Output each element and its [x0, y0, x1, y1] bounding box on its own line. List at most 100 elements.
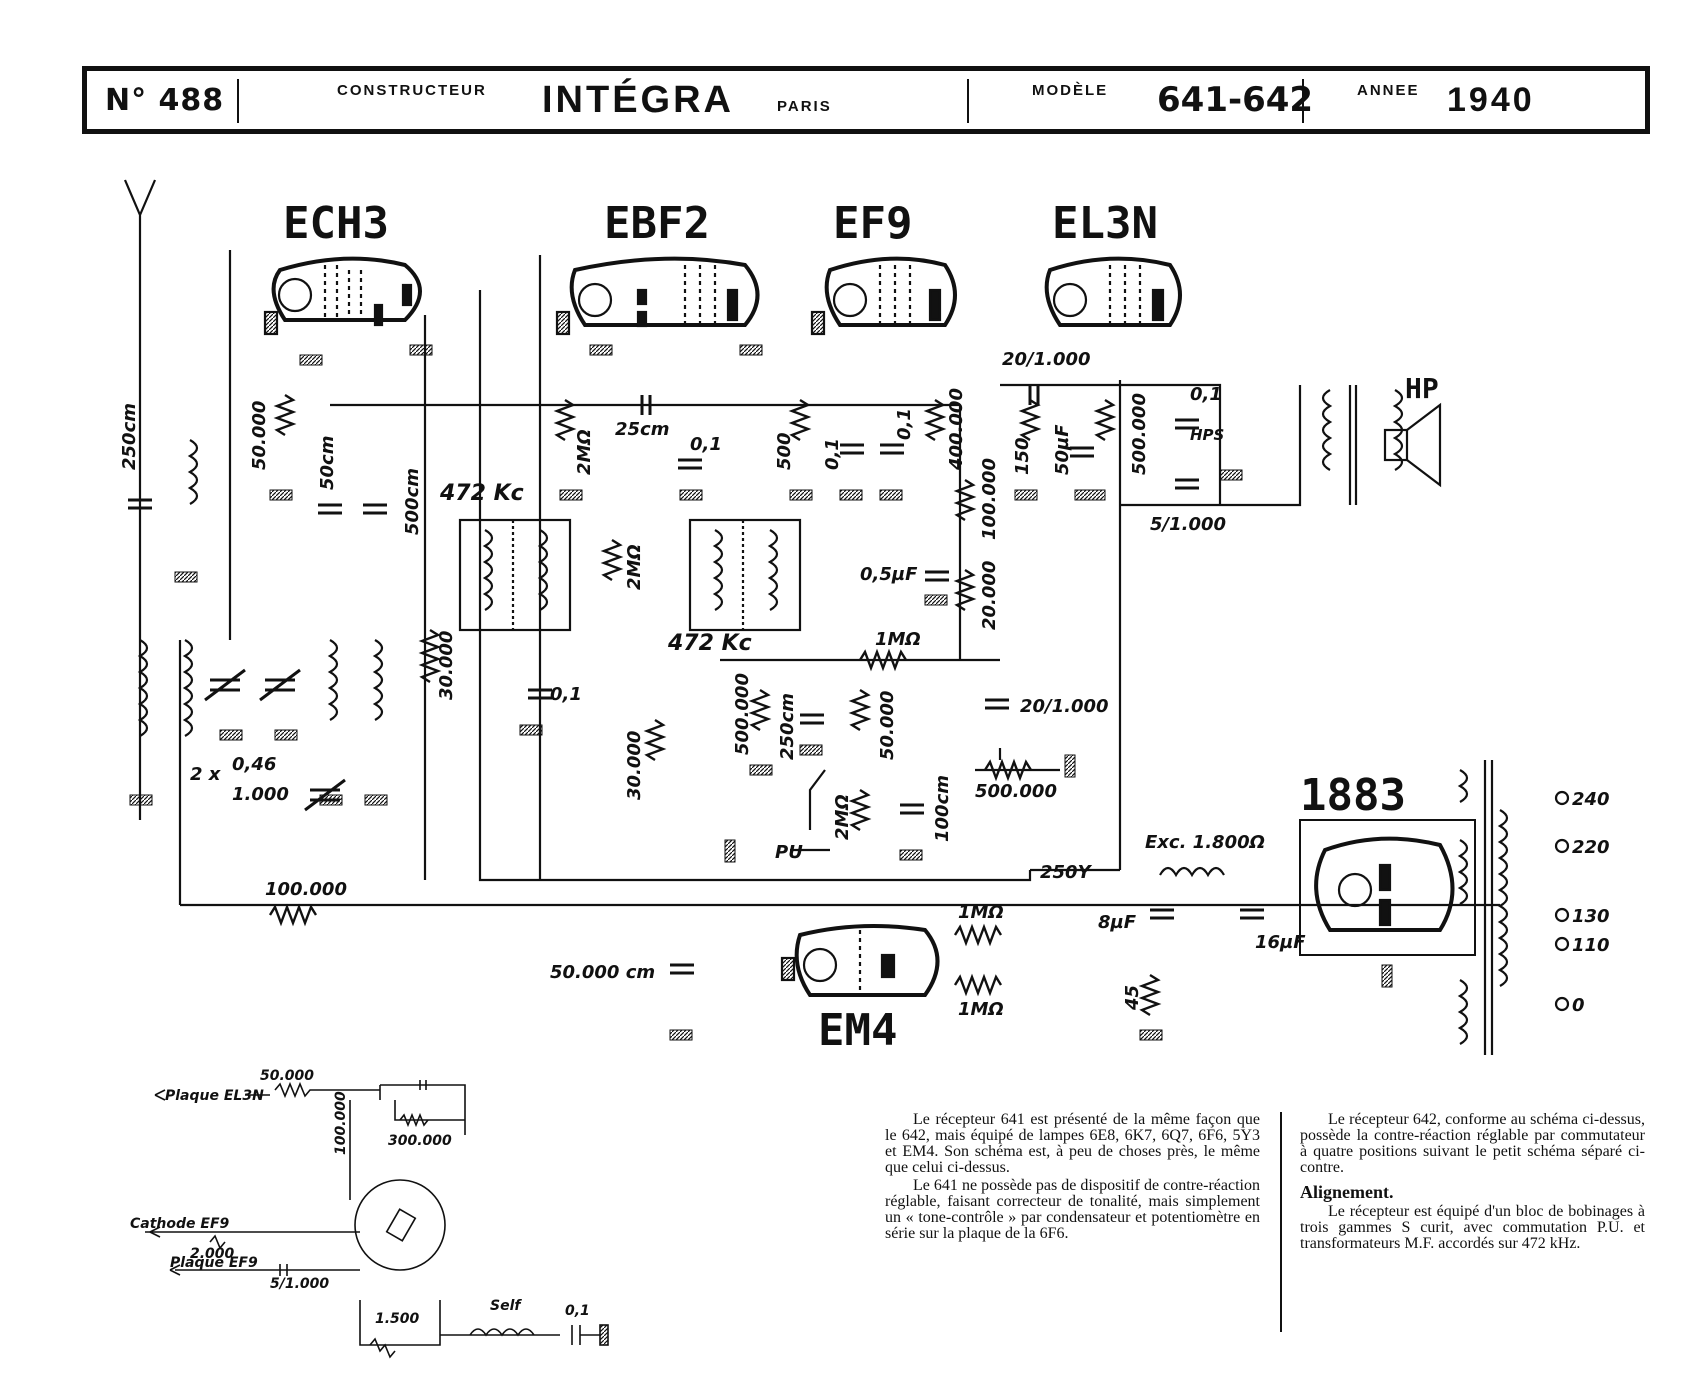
label-pu: PU [775, 842, 803, 863]
label-c50: 50cm [317, 436, 338, 490]
inset-label-r1500: 1.500 [375, 1311, 420, 1327]
label-r30k-a: 30.000 [436, 631, 457, 700]
label-r45: 45 [1122, 985, 1143, 1011]
paragraph: Le récepteur 641 est présenté de la même… [885, 1111, 1260, 1176]
model-number: 641-642 [1157, 80, 1314, 120]
pu-switch [790, 769, 830, 852]
label-c100: 100cm [932, 775, 953, 842]
label-c05uf: 0,5µF [860, 564, 918, 585]
label-r30k-b: 30.000 [624, 731, 645, 800]
label-ef9: EF9 [833, 198, 912, 249]
paragraph: Le récepteur 642, conforme au schéma ci-… [1300, 1111, 1645, 1176]
label-em4: EM4 [818, 1005, 897, 1056]
potentiometer [975, 748, 1060, 772]
inset-label-r100k: 100.000 [333, 1091, 349, 1155]
label-ebf2: EBF2 [604, 198, 710, 249]
resistor [268, 393, 1162, 1017]
capacitor [128, 385, 1264, 975]
inset-label-plaque-ef9: Plaque EF9 [170, 1255, 258, 1271]
tube-ech3 [263, 256, 422, 336]
label-r150: 150 [1012, 437, 1033, 475]
label-c8: 8µF [1098, 912, 1137, 933]
inset-label-cathode-ef9: Cathode EF9 [130, 1216, 230, 1232]
inset-label-self: Self [490, 1298, 522, 1314]
label-v110: 110 [1572, 935, 1610, 956]
label-c01-c: 0,1 [894, 408, 915, 440]
label-if2: 472 Kc [667, 631, 752, 656]
label-if1: 472 Kc [439, 481, 524, 506]
label-r2m-c: 2MΩ [832, 794, 853, 840]
label-1883: 1883 [1300, 770, 1406, 821]
label-v130: 130 [1572, 906, 1610, 927]
label-c25: 25cm [615, 419, 669, 440]
label-c250-b: 250cm [777, 693, 798, 760]
label-r50k: 50.000 [249, 401, 270, 470]
mains-terminal [1554, 790, 1570, 1012]
label-c01-d: 0,1 [1190, 384, 1222, 405]
label-v0: 0 [1572, 995, 1585, 1016]
label-r500: 500 [774, 432, 795, 470]
label-ech3: ECH3 [283, 198, 389, 249]
label-c50uf: 50µF [1052, 424, 1073, 475]
wire [1000, 383, 1222, 505]
label-r20k: 20.000 [979, 561, 1000, 630]
label-v250: 250Y [1040, 862, 1093, 883]
inset-label-c5-1000: 5/1.000 [270, 1276, 329, 1292]
label-r500k-c: 500.000 [732, 673, 753, 755]
inset-label-plaque-el3n: Plaque EL3N [165, 1088, 264, 1104]
divider [237, 79, 239, 123]
tube-em4 [780, 924, 940, 997]
text-column-2: Le récepteur 642, conforme au schéma ci-… [1300, 1112, 1645, 1252]
label-r100k-b: 100.000 [265, 879, 347, 900]
label-c01-e: 0,1 [550, 684, 582, 705]
paragraph: Le 641 ne possède pas de dispositif de c… [885, 1177, 1260, 1242]
label-c5-1000: 5/1.000 [1150, 514, 1226, 535]
ground-symbol [129, 344, 1393, 1041]
tube-1883 [1299, 819, 1476, 956]
modele-label: MODÈLE [1032, 81, 1109, 99]
tube-ef9 [810, 256, 957, 336]
label-r500k-b: 500.000 [1129, 393, 1150, 475]
divider [1302, 79, 1304, 123]
section-heading: Alignement. [1300, 1182, 1394, 1202]
label-v240: 240 [1572, 789, 1610, 810]
feedback-switch-inset [145, 1080, 609, 1359]
inset-label-r300k: 300.000 [388, 1133, 452, 1149]
year: 1940 [1447, 80, 1535, 119]
label-c16: 16µF [1255, 932, 1306, 953]
label-c50000: 50.000 cm [550, 962, 655, 983]
output-transformer [1348, 385, 1358, 505]
column-divider [1280, 1112, 1282, 1332]
inset-label-r50k: 50.000 [260, 1068, 314, 1084]
label-hps: HPS [1190, 426, 1224, 444]
inset-label-r2000: 2.000 [190, 1246, 235, 1262]
wire-bus [178, 640, 1500, 907]
label-c250: 250cm [119, 403, 140, 470]
label-r2m-b: 2MΩ [624, 544, 645, 590]
divider [967, 79, 969, 123]
label-r1m-b: 1MΩ [958, 902, 1004, 923]
tube-ebf2 [555, 256, 760, 336]
sheet-number: N° 488 [105, 82, 225, 118]
label-r50k-b: 50.000 [877, 691, 898, 760]
brand-name: INTÉGRA [542, 78, 734, 121]
header-bar: N° 488 CONSTRUCTEUR INTÉGRA PARIS MODÈLE… [82, 66, 1650, 134]
label-pot500k: 500.000 [975, 781, 1057, 802]
paragraph: Le récepteur est équipé d'un bloc de bob… [1300, 1203, 1645, 1252]
text-column-1: Le récepteur 641 est présenté de la même… [885, 1112, 1260, 1242]
label-c20-1000-b: 20/1.000 [1020, 696, 1109, 717]
label-c01-a: 0,1 [690, 434, 722, 455]
label-c20-1000: 20/1.000 [1002, 349, 1091, 370]
label-c01-b: 0,1 [822, 438, 843, 470]
if-transformer-2 [688, 518, 802, 632]
label-hp: HP [1405, 372, 1439, 405]
label-v220: 220 [1572, 837, 1610, 858]
label-gang: 2 x [190, 764, 222, 785]
label-r1m-a: 1MΩ [875, 629, 921, 650]
label-r400k: 400.000 [946, 388, 967, 471]
city-name: PARIS [777, 97, 832, 115]
constructeur-label: CONSTRUCTEUR [337, 81, 487, 99]
label-exc: Exc. 1.800Ω [1145, 832, 1265, 853]
inset-label-c01: 0,1 [565, 1303, 590, 1319]
